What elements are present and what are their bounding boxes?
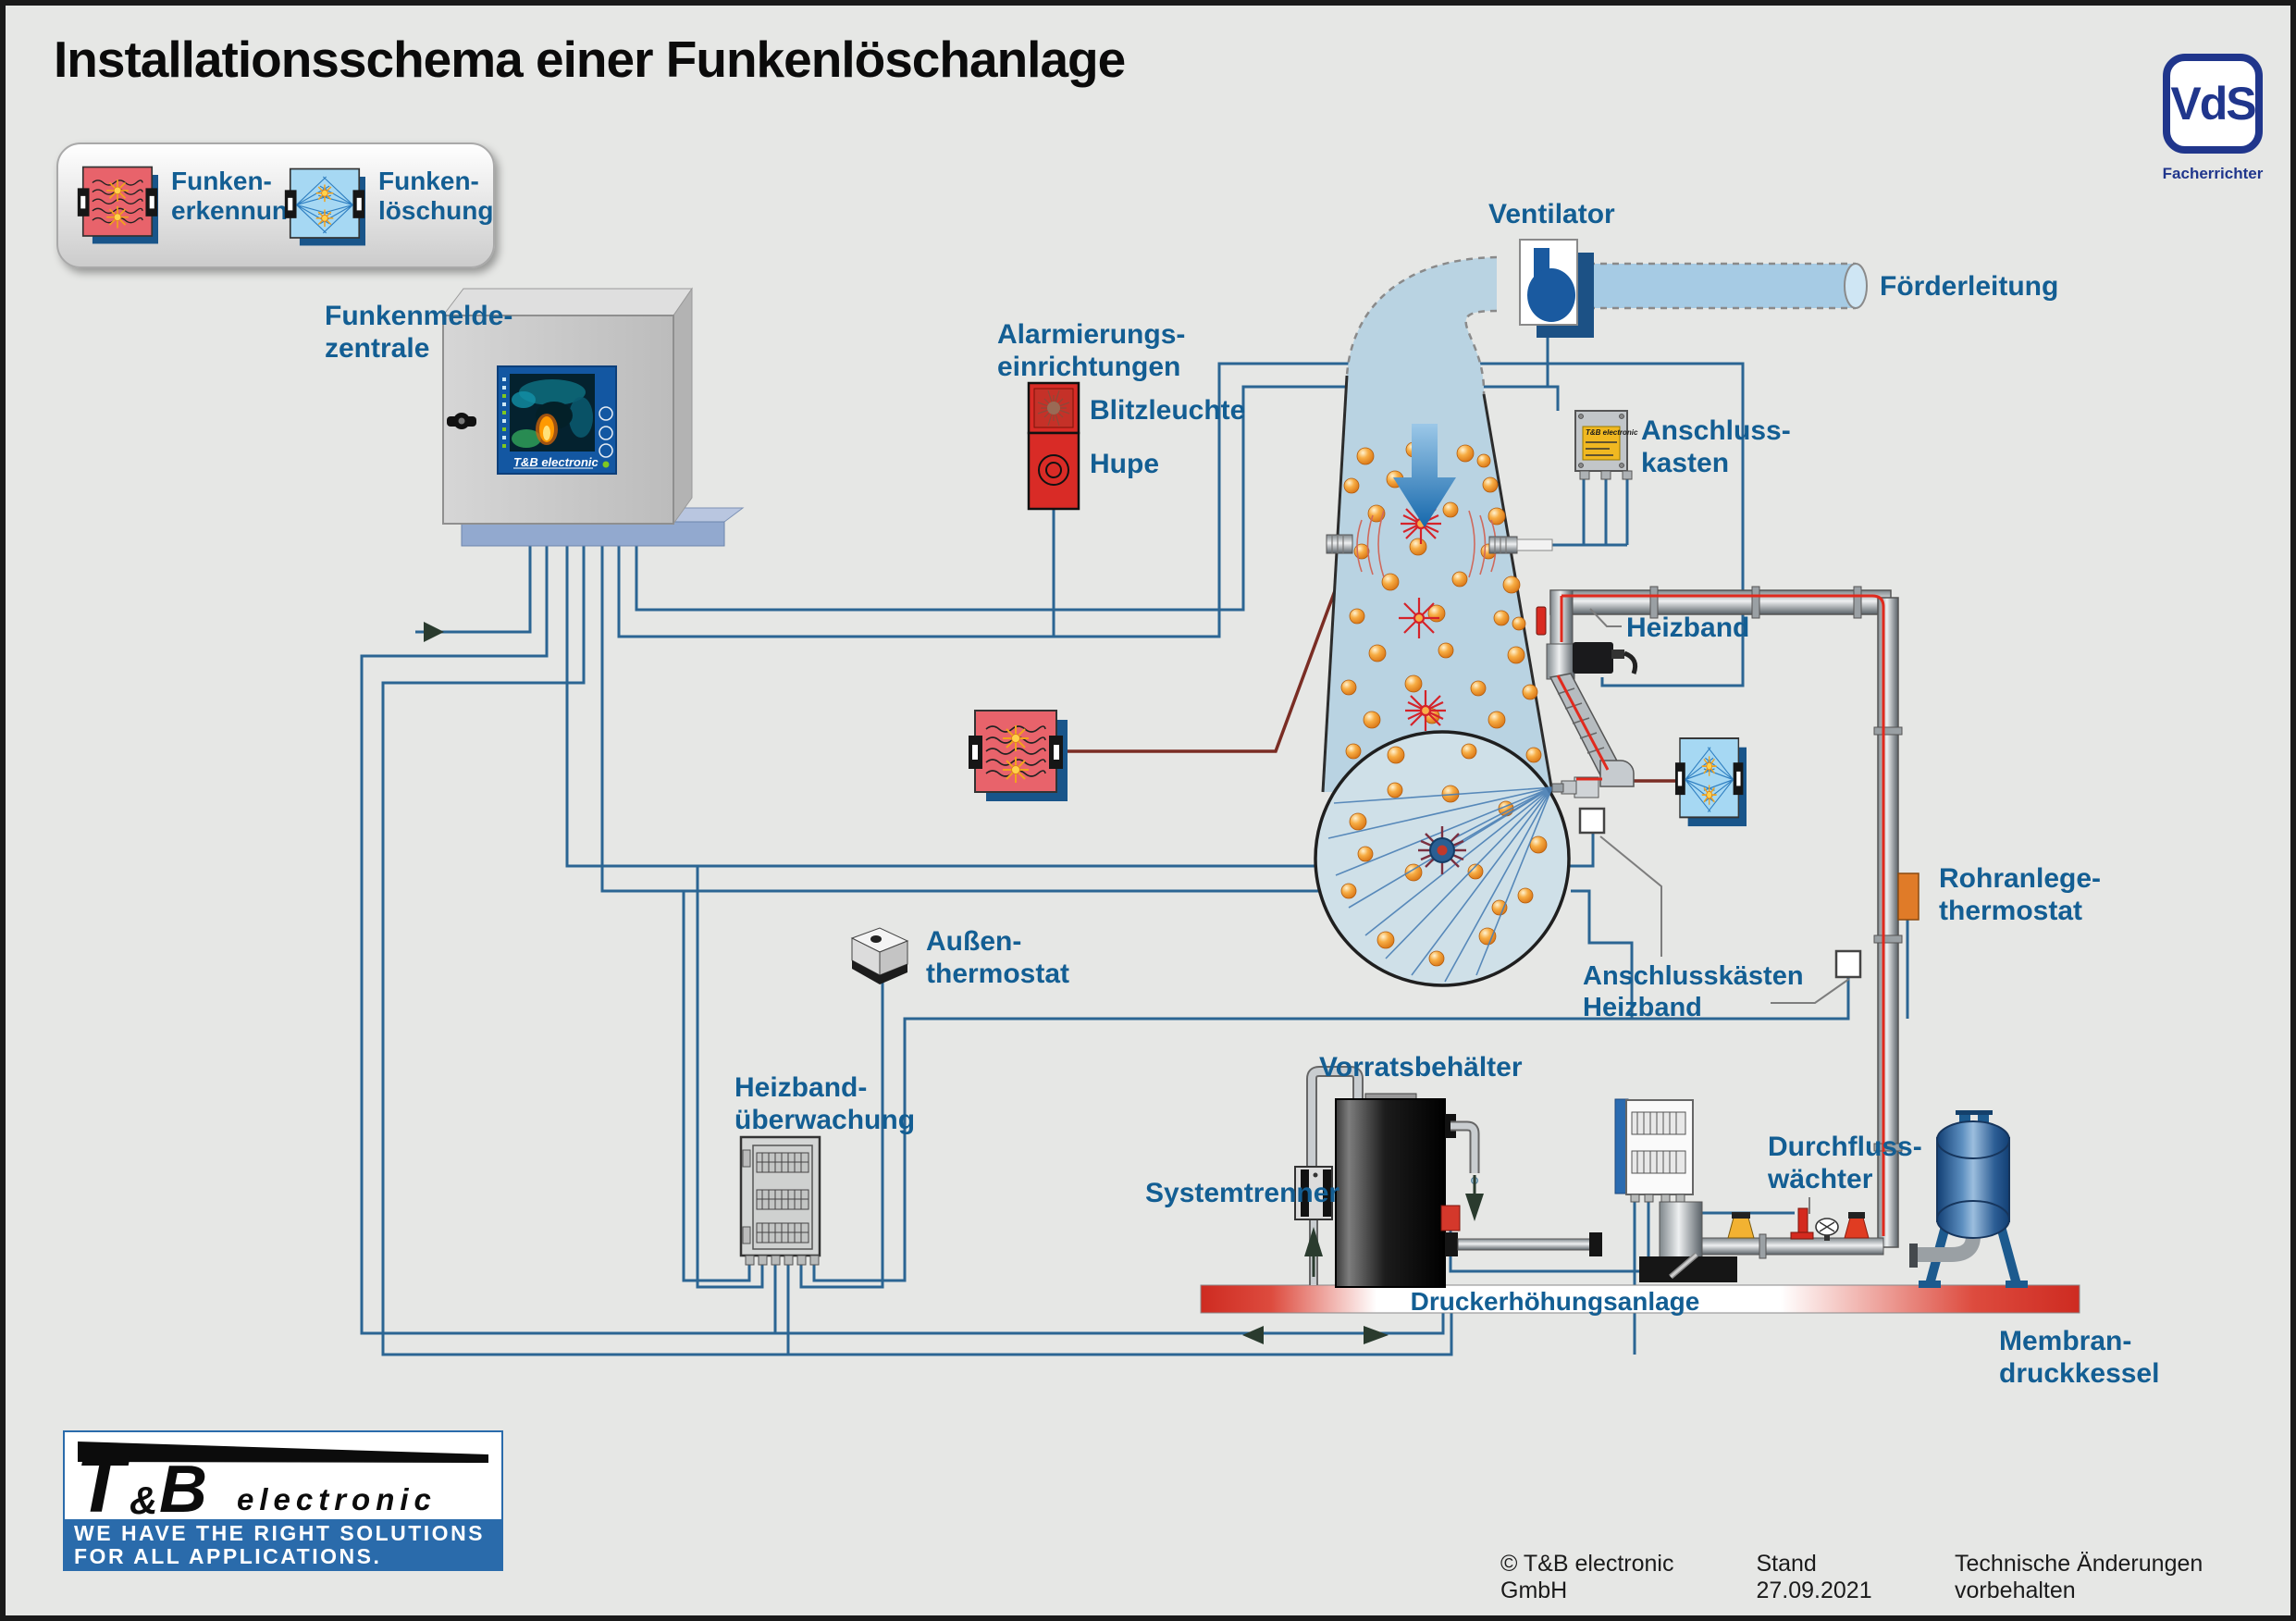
heizbandueberwachung-cabinet bbox=[739, 1135, 821, 1266]
label-anschlusskaesten-heizband: Anschlusskästen Heizband bbox=[1583, 961, 1804, 1023]
extinguished-spark-icon bbox=[1418, 826, 1466, 874]
membrandruckkessel-vessel bbox=[1909, 1110, 2028, 1288]
foerderleitung-pipe bbox=[1576, 262, 1868, 310]
signal-wires bbox=[360, 336, 1909, 1356]
label-hupe: Hupe bbox=[1090, 449, 1159, 479]
label-membrandruckkessel: Membran- druckkessel bbox=[1999, 1326, 2160, 1390]
heizband-anschlusskasten-box-1 bbox=[1578, 807, 1606, 835]
funkenerkennung-legend-icon bbox=[77, 166, 158, 245]
tb-electronic-logo: T & B electronic WE HAVE THE RIGHT SOLUT… bbox=[63, 1430, 503, 1571]
footer-copyright: © T&B electronic GmbH bbox=[1500, 1551, 1674, 1603]
detector-wires bbox=[1057, 552, 1680, 783]
logo-electronic: electronic bbox=[237, 1482, 437, 1516]
durchflusswaechter-icon bbox=[1790, 1207, 1814, 1240]
logo-tagline-2: FOR ALL APPLICATIONS. bbox=[74, 1544, 381, 1568]
vds-logo: VdS bbox=[2163, 54, 2263, 154]
zentrale-screen-panel: T&B electronic bbox=[497, 365, 617, 475]
legend-box: Funken- erkennung Funken- löschung bbox=[56, 142, 495, 268]
hupe-icon bbox=[1027, 431, 1080, 511]
rohranlegethermostat-icon bbox=[1897, 872, 1920, 921]
alarm-devices bbox=[1027, 381, 1080, 511]
label-rohranlegethermostat: Rohranlege- thermostat bbox=[1939, 863, 2102, 927]
label-heizband: Heizband bbox=[1626, 613, 1750, 643]
logo-t: T bbox=[76, 1441, 130, 1529]
footer-stand: Stand 27.09.2021 bbox=[1756, 1551, 1872, 1603]
footer-notice: Technische Änderungen vorbehalten bbox=[1955, 1551, 2203, 1603]
label-foerderleitung: Förderleitung bbox=[1880, 271, 2059, 302]
label-heizbandueberwachung: Heizband- überwachung bbox=[734, 1072, 916, 1136]
callout-lines bbox=[1589, 608, 1850, 1214]
label-vorratsbehaelter: Vorratsbehälter bbox=[1319, 1052, 1523, 1083]
anschlusskasten-brand-text: T&B electronic bbox=[1586, 428, 1638, 437]
logo-swoosh bbox=[78, 1442, 488, 1463]
zentrale-screen-brand-text: T&B electronic bbox=[513, 455, 599, 469]
spark-sensor-right-icon bbox=[1488, 536, 1553, 554]
label-anschlusskasten: Anschluss- kasten bbox=[1641, 415, 1791, 479]
spark-sensor-left-icon bbox=[1326, 534, 1353, 554]
label-blitzleuchte: Blitzleuchte bbox=[1090, 395, 1246, 426]
footer: © T&B electronic GmbH Stand 27.09.2021 T… bbox=[1500, 1551, 2290, 1604]
label-systemtrenner: Systemtrenner bbox=[1145, 1178, 1340, 1208]
funkenloeschung-legend-icon bbox=[284, 167, 365, 247]
logo-b: B bbox=[159, 1453, 207, 1527]
legend-detection-label: Funken- erkennung bbox=[171, 167, 304, 226]
label-aussenthermostat: Außen- thermostat bbox=[926, 926, 1070, 990]
flow-arrow-icon bbox=[1393, 424, 1456, 527]
label-alarmierungseinrichtungen: Alarmierungs- einrichtungen bbox=[997, 319, 1186, 383]
funkenloeschung-box-icon bbox=[1673, 737, 1747, 828]
label-druckerhoehungsanlage: Druckerhöhungsanlage bbox=[1410, 1287, 1700, 1316]
funkenerkennung-box-icon bbox=[968, 710, 1068, 802]
pump-station bbox=[1614, 1098, 1884, 1282]
vorratsbehaelter-tank bbox=[1306, 1066, 1602, 1288]
page-title: Installationsschema einer Funkenlöschanl… bbox=[54, 31, 1126, 88]
heizband-red-line bbox=[1556, 594, 1885, 1236]
label-funkenmeldezentrale: Funkenmelde- zentrale bbox=[325, 301, 513, 365]
spark-burst-icons bbox=[1399, 503, 1446, 731]
legend-extinguishing-label: Funken- löschung bbox=[378, 167, 494, 226]
systemtrenner-icon bbox=[1294, 1166, 1333, 1220]
aussenthermostat-icon bbox=[850, 927, 909, 984]
label-ventilator: Ventilator bbox=[1488, 199, 1615, 229]
vds-caption: Facherrichter bbox=[2162, 165, 2264, 182]
detection-field-arcs bbox=[1356, 510, 1497, 578]
alarm-horn-red-icon bbox=[1844, 1212, 1870, 1239]
logo-tagline-1: WE HAVE THE RIGHT SOLUTIONS bbox=[74, 1521, 485, 1545]
label-durchflusswaechter: Durchfluss- wächter bbox=[1768, 1132, 1922, 1195]
alarm-horn-yellow-icon bbox=[1727, 1212, 1755, 1239]
anschlusskasten-icon: T&B electronic bbox=[1574, 410, 1638, 480]
diagram-canvas: T&B electronic bbox=[360, 239, 2080, 1356]
druckerhoehungsanlage-platform bbox=[1200, 1284, 2080, 1314]
logo-amp: & bbox=[130, 1479, 157, 1522]
blitzleuchte-icon bbox=[1027, 381, 1080, 435]
pressure-gauge-icon bbox=[1815, 1218, 1839, 1241]
vds-logo-text: VdS bbox=[2170, 78, 2256, 130]
heizband-anschlusskasten-box-2 bbox=[1834, 949, 1862, 979]
funkenmeldezentrale-cabinet: T&B electronic bbox=[441, 287, 745, 547]
flow-direction-arrows bbox=[424, 622, 1484, 1344]
ventilator-icon bbox=[1519, 239, 1594, 338]
